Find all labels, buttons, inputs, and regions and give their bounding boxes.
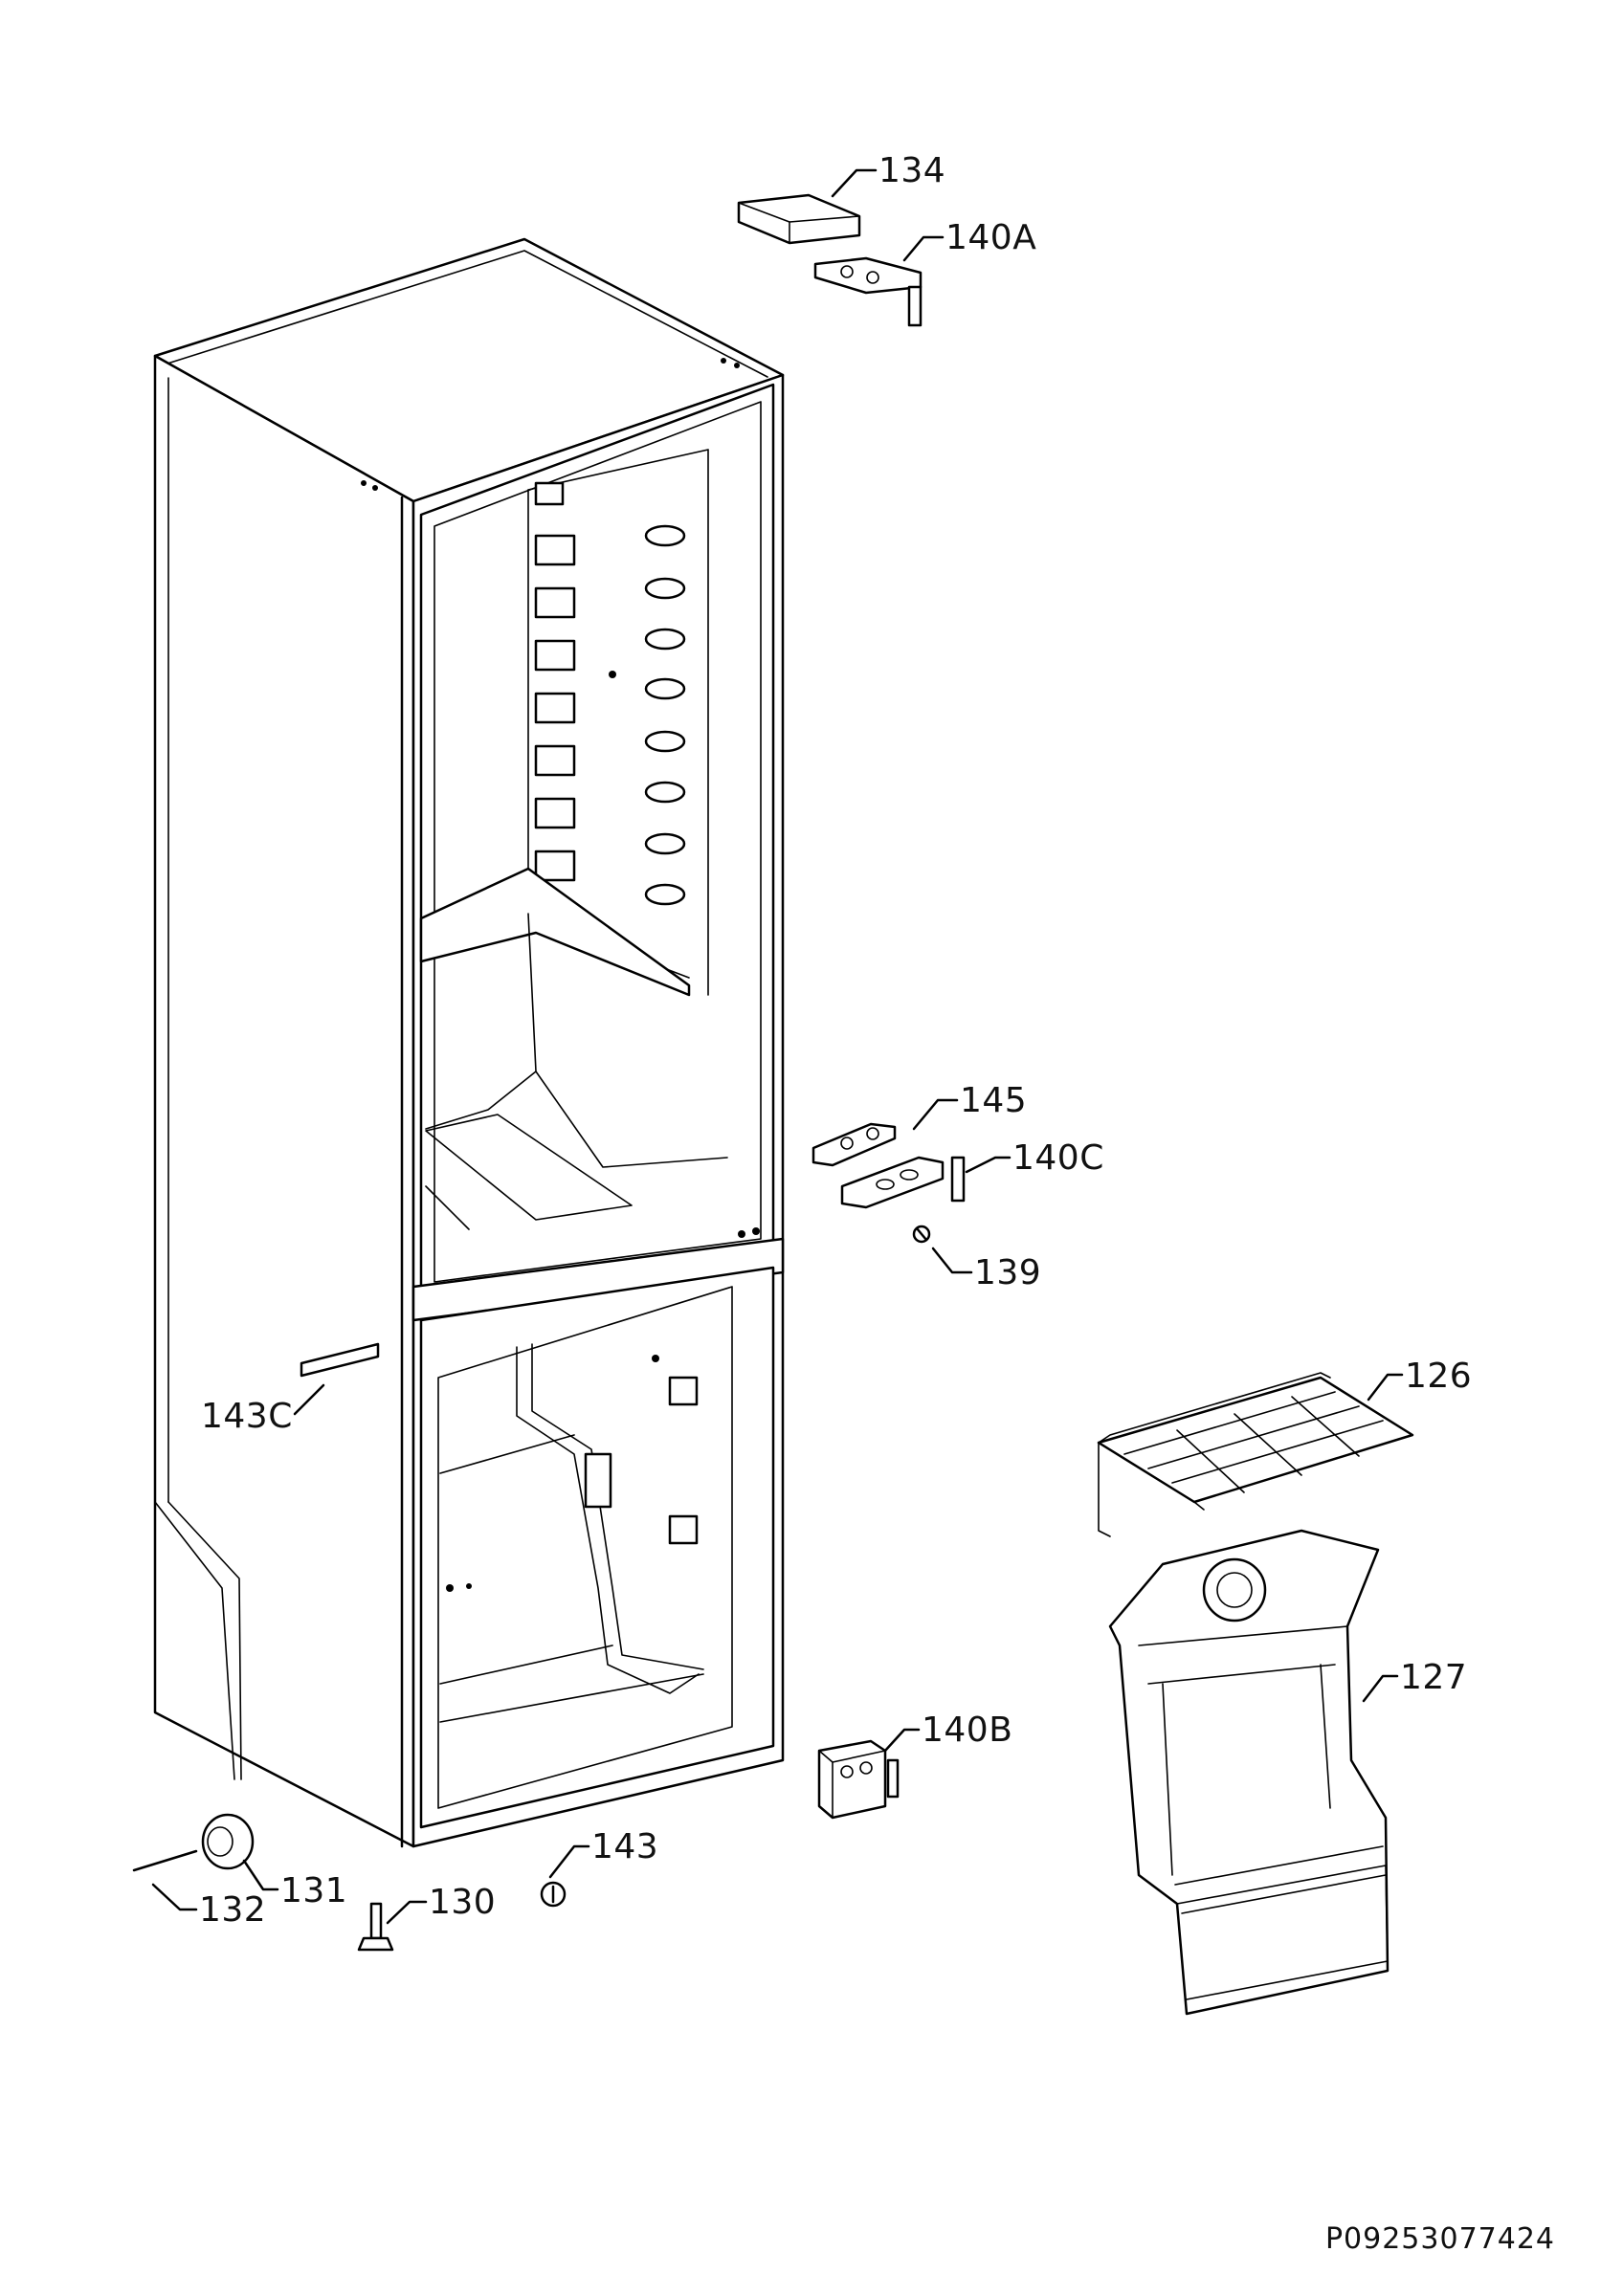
part-labels: 134 140A 145 140C 139 126 143C 127 140B … xyxy=(199,151,1472,1930)
part-145-bracket xyxy=(812,1122,897,1167)
part-143-screw xyxy=(540,1881,567,1908)
label-140c: 140C xyxy=(1012,1138,1104,1178)
part-127-drawer xyxy=(1108,1529,1390,2016)
label-127: 127 xyxy=(1400,1658,1467,1697)
label-143c: 143C xyxy=(201,1397,293,1436)
label-132: 132 xyxy=(199,1890,266,1930)
part-140b-bottom-hinge xyxy=(817,1739,900,1820)
part-134-hinge-cover xyxy=(737,193,861,245)
label-126: 126 xyxy=(1405,1357,1472,1396)
label-134: 134 xyxy=(878,151,945,190)
label-143: 143 xyxy=(591,1827,658,1866)
label-139: 139 xyxy=(974,1253,1041,1292)
part-140c-middle-hinge xyxy=(840,1156,966,1209)
diagram-reference-code: P09253077424 xyxy=(1325,2222,1555,2256)
shelf-supports xyxy=(534,481,686,906)
cabinet-drawing xyxy=(153,237,785,1848)
label-140b: 140B xyxy=(922,1711,1012,1750)
part-131-wheel xyxy=(201,1813,255,1870)
label-145: 145 xyxy=(960,1081,1027,1120)
part-143c-plate xyxy=(300,1342,380,1378)
label-140a: 140A xyxy=(945,218,1036,257)
part-126-wire-shelf xyxy=(1097,1372,1414,1537)
leader-lines xyxy=(151,168,1404,1925)
part-139-screw xyxy=(912,1225,931,1244)
label-131: 131 xyxy=(280,1871,347,1910)
part-140a-top-hinge xyxy=(813,256,923,327)
part-130-foot xyxy=(357,1902,394,1952)
label-130: 130 xyxy=(429,1883,496,1922)
part-132-axle xyxy=(132,1849,198,1872)
